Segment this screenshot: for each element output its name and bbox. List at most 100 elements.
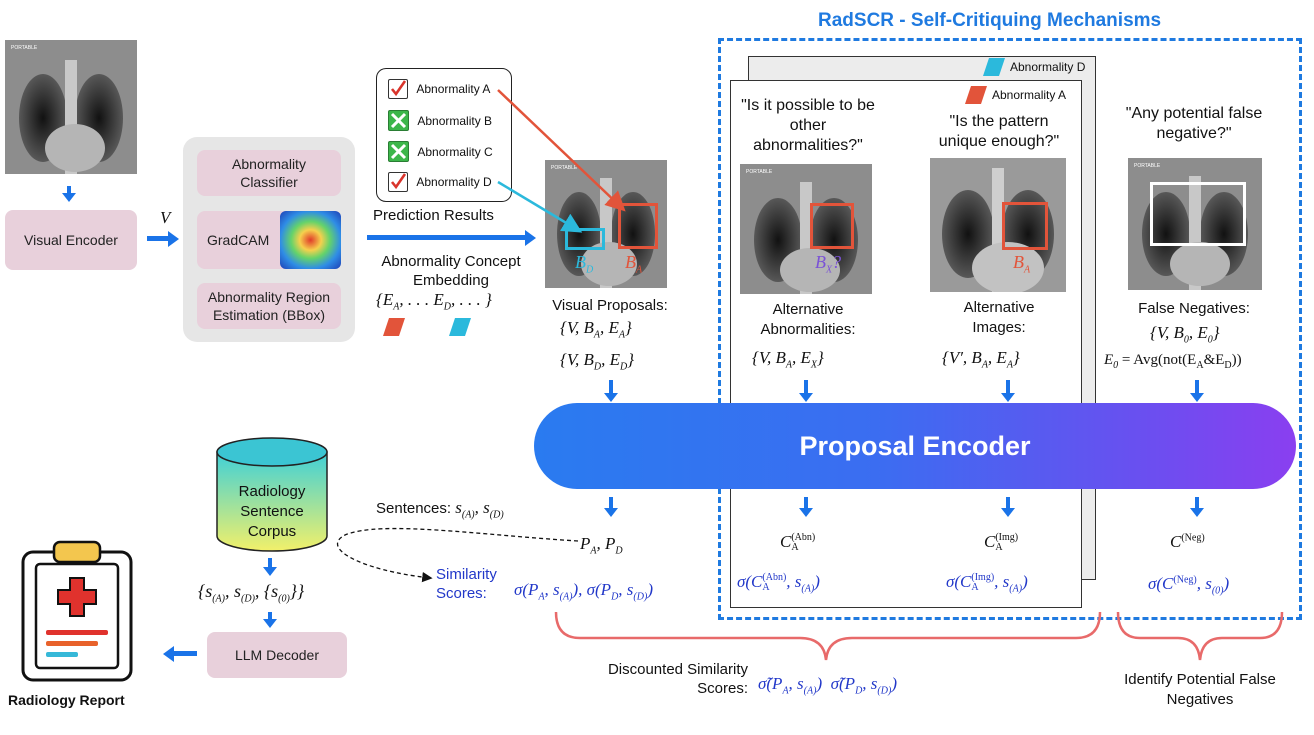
arrow-encoder-to-classifier	[147, 236, 169, 241]
embedding-token-d-icon	[449, 318, 471, 336]
false-negatives-set: {V, B0, E0}	[1150, 323, 1220, 346]
arrow-head	[799, 393, 813, 402]
concept-set: {EA, . . . ED, . . . }	[376, 290, 492, 313]
sentences-text: Sentences:	[376, 500, 452, 517]
front-card-label-a: Abnormality A	[992, 88, 1067, 102]
llm-decoder: LLM Decoder	[207, 632, 347, 678]
arrow-head	[799, 508, 813, 517]
concept-embedding-label: Abnormality Concept Embedding	[381, 253, 521, 289]
proposal-encoder-label: Proposal Encoder	[799, 430, 1031, 461]
radiology-report-label: Radiology Report	[8, 692, 125, 708]
bbox-alt-img	[1002, 202, 1048, 250]
c-img: C(Img)A	[984, 532, 1019, 554]
arrow-encoder-cneg	[1195, 497, 1199, 509]
discounted-label: Discounted Similarity Scores:	[607, 661, 748, 697]
arrow-llm-to-report	[173, 651, 197, 656]
visual-encoder: Visual Encoder	[5, 210, 137, 270]
arrow-head	[1190, 508, 1204, 517]
back-card-label-d: Abnormality D	[1010, 60, 1086, 74]
corpus-label: Radiology Sentence Corpus	[238, 483, 306, 540]
checkbox-x-icon	[388, 141, 409, 162]
p-outputs: PA, PD	[580, 534, 623, 557]
corpus-set: {s(A), s(D), {s(0)}}	[198, 581, 305, 605]
e0-definition: E0 = Avg(not(EA&ED))	[1104, 352, 1242, 371]
gradcam-label: GradCAM	[207, 232, 270, 248]
bbox-a-label: BA	[625, 252, 643, 276]
visual-proposals-label: Visual Proposals:	[552, 297, 668, 314]
arrow-to-llm	[268, 612, 272, 620]
alt-abnormalities-set: {V, BA, EX}	[752, 348, 824, 371]
embedding-token-a-icon	[383, 318, 405, 336]
abnormality-classifier: Abnormality Classifier	[197, 150, 341, 196]
bbox-zero	[1150, 182, 1246, 246]
arrow-head	[1001, 508, 1015, 517]
identify-label: Identify Potential False Negatives	[1124, 671, 1276, 708]
arrow-corpus-down	[268, 558, 272, 568]
alt-abnormalities-label: Alternative Abnormalities:	[760, 301, 856, 338]
prediction-results-label: Prediction Results	[373, 207, 494, 224]
proposal-encoder: Proposal Encoder	[534, 403, 1296, 489]
alt-images-label: Alternative Images:	[963, 299, 1035, 336]
bbox-a-alt-label: BA	[1013, 252, 1031, 276]
title: RadSCR - Self-Critiquing Mechanisms	[818, 10, 1162, 31]
arrow-head	[604, 508, 618, 517]
bbox-alt-abn	[810, 203, 854, 249]
checklist-item-d: Abnormality D	[388, 172, 492, 192]
checklist-item-b: Abnormality B	[388, 110, 492, 131]
similarity-scores-label: Similarity Scores:	[436, 566, 497, 602]
xray-portable-text: PORTABLE	[11, 45, 38, 51]
discounted-math: σ̃(PA, s(A)) σ̃(PD, s(D))	[758, 674, 897, 697]
checkbox-checked-icon	[388, 172, 408, 192]
radscr-region	[718, 38, 1302, 620]
prediction-arrow-shaft	[367, 235, 527, 240]
arrow-img-encoder	[1006, 380, 1010, 394]
bbox-d	[565, 228, 605, 250]
arrow-abn-encoder	[804, 380, 808, 394]
alt-images-set: {V′, BA, EA}	[942, 348, 1020, 371]
false-negatives-label: False Negatives:	[1138, 300, 1250, 317]
arrow-head	[263, 567, 277, 576]
arrow-head	[62, 193, 76, 202]
prediction-arrow-head	[525, 230, 536, 246]
xray-portable-text: PORTABLE	[746, 169, 773, 175]
alt-abnormality-image: PORTABLE	[740, 164, 872, 294]
visual-proposals-set2: {V, BD, ED}	[560, 350, 635, 373]
checklist-label: Abnormality C	[417, 144, 493, 159]
c-neg: C(Neg)	[1170, 532, 1205, 551]
arrow-head	[1190, 393, 1204, 402]
arrow-xray-to-encoder	[67, 186, 71, 194]
clipboard-report-icon	[21, 540, 133, 682]
sigma-neg: σ(C(Neg), s(0))	[1148, 574, 1230, 597]
input-xray-image: PORTABLE	[5, 40, 137, 174]
corpus-cylinder	[216, 437, 328, 552]
arrow-encoder-cabn	[804, 497, 808, 509]
arrow-head	[263, 619, 277, 628]
xray-portable-text: PORTABLE	[1134, 163, 1161, 169]
visual-proposals-set1: {V, BA, EA}	[560, 318, 632, 341]
arrow-head	[168, 231, 179, 247]
xray-portable-text: PORTABLE	[551, 165, 578, 171]
arrow-head	[604, 393, 618, 402]
sentences-math: s(A), s(D)	[455, 498, 504, 521]
checklist-item-c: Abnormality C	[388, 141, 493, 162]
checkbox-checked-icon	[388, 79, 408, 99]
arrow-encoder-p	[609, 497, 613, 509]
arrow-vp-encoder	[609, 380, 613, 394]
bbox-d-label: BD	[575, 252, 594, 276]
arrow-head	[1001, 393, 1015, 402]
arrow-encoder-cimg	[1006, 497, 1010, 509]
checklist-label: Abnormality B	[417, 113, 493, 128]
c-abn: C(Abn)A	[780, 532, 816, 554]
token-d-icon	[983, 58, 1005, 76]
arrow-fn-encoder	[1195, 380, 1199, 394]
bbox-x-label: BX?	[815, 252, 842, 276]
alt-image	[930, 158, 1066, 292]
checklist-item-a: Abnormality A	[388, 79, 490, 99]
sigma-img: σ(C(Img)A, s(A))	[946, 572, 1028, 595]
gradcam-heatmap	[280, 211, 341, 269]
question-pattern-unique: "Is the pattern unique enough?"	[938, 113, 1060, 150]
token-a-icon	[965, 86, 987, 104]
arrow-head	[163, 646, 174, 662]
